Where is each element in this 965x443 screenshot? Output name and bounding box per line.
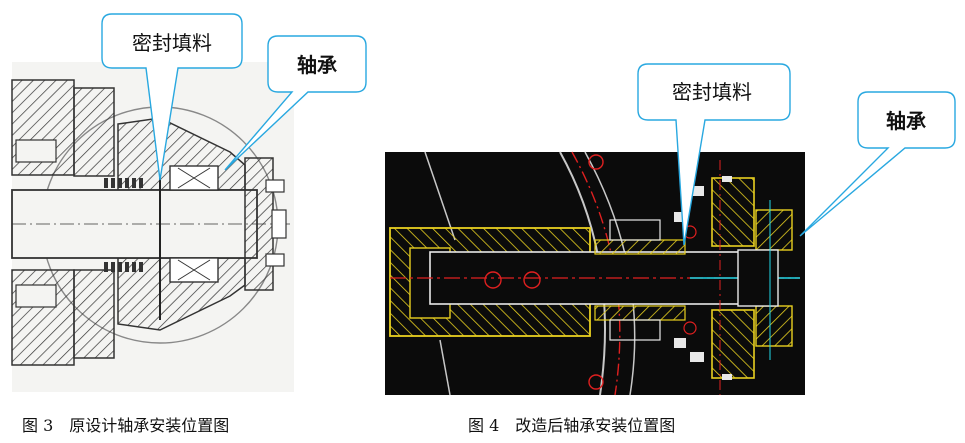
figure3-packing-callout: 密封填料 xyxy=(101,13,243,181)
figure3-caption: 图 3 原设计轴承安装位置图 xyxy=(22,416,230,435)
figure4-caption: 图 4 改造后轴承安装位置图 xyxy=(468,416,676,435)
figure4-packing-label: 密封填料 xyxy=(672,80,752,104)
figure4-bearing-label: 轴承 xyxy=(886,109,926,133)
figure4-packing-callout: 密封填料 xyxy=(637,63,791,246)
figure3-bearing-callout: 轴承 xyxy=(224,35,367,171)
figure4-photo xyxy=(385,151,805,396)
figure3-bearing-label: 轴承 xyxy=(297,53,337,77)
figure3-packing-label: 密封填料 xyxy=(132,31,212,55)
figure4-bearing-callout: 轴承 xyxy=(799,91,956,237)
